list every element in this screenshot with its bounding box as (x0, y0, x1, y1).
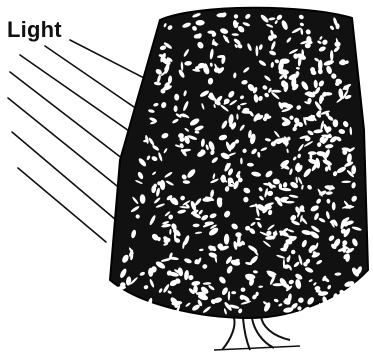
light-ray (18, 168, 106, 242)
tree-trunk (222, 316, 290, 350)
tree-icon (110, 8, 368, 350)
leaf (330, 302, 336, 307)
leaf (334, 42, 340, 47)
leaf (327, 308, 330, 313)
light-ray (70, 40, 148, 80)
leaf (241, 288, 246, 292)
leaf (151, 306, 160, 315)
light-label: Light (7, 17, 62, 43)
leaf (332, 202, 336, 210)
leaf (308, 151, 317, 155)
tree-root-line (214, 346, 300, 350)
leaf (283, 259, 285, 269)
light-ray (10, 72, 132, 166)
